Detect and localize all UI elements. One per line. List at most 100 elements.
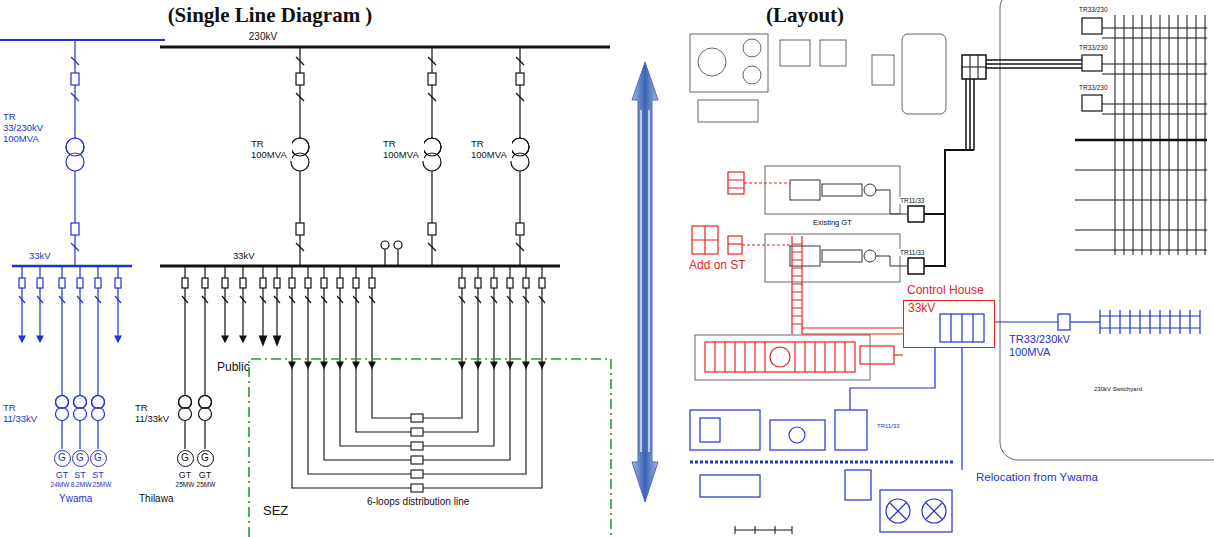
plant-outline: [690, 34, 768, 92]
distribution-loops: [411, 456, 423, 464]
building-label: Control House: [906, 284, 985, 298]
generator-feeders: [19, 266, 281, 449]
relocated-plant: [770, 420, 825, 450]
relocated-plant: [700, 475, 760, 497]
scale-bar: [735, 526, 792, 534]
plant-outline: [820, 40, 846, 66]
bus-coupler-symbol: [381, 241, 402, 266]
busbars: [12, 265, 132, 268]
add-on-steam-turbine: [728, 236, 742, 254]
busbars: [0, 40, 610, 266]
sez-feeders: [539, 266, 545, 370]
add-on-steam-turbine: [742, 183, 790, 245]
diagram-heading: (Single Line Diagram ): [167, 3, 374, 27]
plant-outline: [765, 234, 900, 282]
distribution-loops: [292, 370, 542, 488]
unit-rating: 25MW: [175, 481, 196, 488]
plant-outline: [780, 40, 810, 66]
equipment-label: TR33/230kV 100MVA: [1008, 333, 1080, 358]
gas-turbine-units: [822, 250, 862, 262]
gas-turbine-units: [790, 180, 924, 274]
area-label: Existing GT: [812, 219, 853, 228]
generator-feeders: [240, 266, 246, 342]
transformer-bays: [511, 47, 529, 266]
plant-outline: [1000, 0, 1214, 460]
sez-feeders: [507, 266, 513, 370]
distribution-loops: [411, 442, 423, 450]
relocated-plant: [850, 348, 935, 410]
bus-coupler-symbol: [394, 241, 402, 249]
plant-outline: [690, 0, 1214, 460]
plant-name: Ywama: [58, 493, 93, 505]
generator-symbol: G: [54, 450, 71, 467]
cable-route: [966, 79, 974, 150]
transformer-label: TR 100MVA: [382, 139, 424, 161]
zone-label: SEZ: [262, 504, 289, 519]
generator-symbol: G: [177, 450, 194, 467]
plant-outline: [872, 55, 894, 85]
relocated-plant: [940, 314, 984, 342]
unit-rating: 24MW: [50, 481, 71, 488]
transformer-label: TR 11/33kV: [134, 403, 176, 425]
generator-feeders: [179, 266, 192, 449]
relocated-plant: [951, 314, 973, 342]
gas-turbine-units: [790, 180, 820, 200]
unit-type: GT: [198, 470, 213, 480]
diagram-heading: (Layout): [765, 3, 845, 27]
relocated-plant: [835, 410, 867, 450]
transformer-bays: [423, 47, 441, 266]
equipment-label: TR11/33: [876, 423, 901, 430]
add-on-steam-turbine: [792, 236, 802, 334]
distribution-loops: [411, 414, 423, 492]
switchyard-grid: [1075, 15, 1207, 255]
distribution-loops: [411, 470, 423, 478]
distribution-loops: [324, 370, 510, 460]
add-on-steam-turbine: [770, 347, 790, 367]
gas-turbine-units: [908, 258, 924, 274]
sez-feeders: [369, 266, 375, 370]
add-on-steam-turbine: [802, 328, 903, 334]
transformer-label: TR 33/230kV 100MVA: [2, 112, 52, 145]
area-label: Relocation from Ywama: [975, 471, 1099, 484]
equipment-label: TR33/230: [1078, 6, 1109, 13]
bus-label: 33kV: [232, 251, 256, 262]
cable-route: [962, 55, 986, 79]
relocated-plant: [690, 410, 760, 450]
zone-outline: [249, 359, 611, 537]
zone-outline: [248, 358, 612, 537]
distribution-loops: [372, 370, 462, 418]
switchyard-grid: [1075, 28, 1207, 250]
zone-note: 6-loops distribution line: [366, 496, 470, 508]
cable-route: [924, 55, 1082, 266]
gas-turbine-units: [908, 206, 924, 222]
distribution-loops: [308, 370, 526, 474]
plant-outline: [698, 100, 758, 122]
distribution-loops: [411, 414, 423, 422]
plant-outline: [743, 66, 761, 84]
equipment-label: TR11/33: [899, 249, 925, 256]
area-label: 230kV Switchyard: [1093, 386, 1143, 393]
cable-route: [962, 55, 986, 79]
scale-bar: [735, 526, 792, 534]
generator-feeders: [274, 266, 281, 345]
unit-rating: 25MW: [196, 481, 217, 488]
generator-feeders: [92, 266, 105, 449]
relocated-plant: [1070, 321, 1100, 322]
sez-feeders: [289, 266, 295, 370]
add-on-steam-turbine: [792, 244, 802, 324]
transformer-bays: [66, 47, 84, 266]
unit-type: ST: [91, 470, 105, 480]
feeder-label: Public: [216, 361, 251, 375]
unit-rating: 8.2MW: [70, 481, 93, 488]
sez-feeders: [337, 266, 343, 370]
generator-feeders: [37, 266, 43, 342]
plant-outline: [698, 48, 726, 76]
generator-feeders: [56, 266, 69, 449]
bus-label: 230kV: [248, 31, 278, 43]
equipment-label: TR11/33: [899, 197, 925, 204]
generator-symbol: G: [197, 450, 214, 467]
generator-feeders: [260, 266, 267, 345]
generator-letter: G: [76, 453, 84, 463]
generator-letter: G: [201, 453, 209, 463]
switchyard-grid: [1082, 18, 1102, 34]
